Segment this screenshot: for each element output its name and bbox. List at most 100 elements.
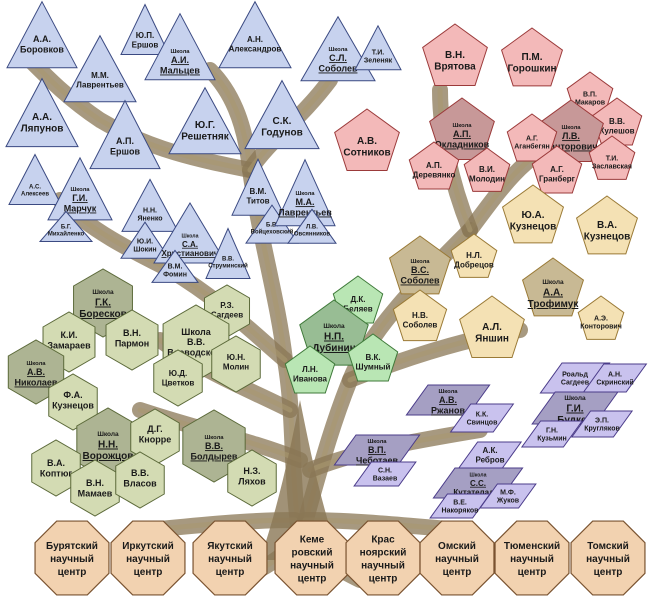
node-label: В.М. <box>250 187 267 196</box>
node-label: Соболев <box>403 320 438 329</box>
node-label: Дубинин <box>312 342 355 354</box>
node-shape <box>408 141 460 190</box>
node-aleksandrov: А.Н.Александров <box>218 0 292 69</box>
node-label: В.В. <box>222 257 234 263</box>
node-label: Ю.П. <box>136 31 154 40</box>
node-label: Н.Н. <box>143 207 157 214</box>
node-lyakhov: Н.З.Ляхов <box>227 449 277 507</box>
node-label: Р.З. <box>220 301 234 310</box>
node-label: Окладников <box>435 140 490 150</box>
node-label: Жуков <box>496 497 520 504</box>
center-label: Кеме <box>300 535 325 546</box>
node-shape <box>244 79 320 150</box>
node-shape <box>459 295 525 359</box>
node-label: Лаврентьев <box>76 80 124 89</box>
node-label: Замараев <box>47 340 91 350</box>
node-label: Ершов <box>132 40 159 49</box>
node-label: Ляпунов <box>21 123 64 134</box>
node-label: К.И. <box>61 330 78 340</box>
node-shape <box>31 439 81 497</box>
center-label: центр <box>134 567 163 578</box>
node-shape <box>334 108 400 172</box>
node-label: Мальцев <box>160 66 200 76</box>
node-yanenko: Н.Н.Яненко <box>121 178 179 232</box>
center-label: ноярский <box>360 548 407 559</box>
node-label: Школа <box>410 259 430 265</box>
node-vryatova: В.Н.Врятова <box>422 23 488 87</box>
node-ovsyannikov: Л.В.Овсянников <box>287 208 337 244</box>
node-label: Г.К. <box>95 298 111 309</box>
node-label: М.М. <box>91 71 109 80</box>
node-ivanova: Л.Н.Иванова <box>284 345 336 394</box>
node-label: Школа <box>170 49 190 55</box>
node-label: Накоряков <box>442 507 480 514</box>
node-label: А.К. <box>482 446 497 455</box>
node-label: В.В. <box>609 117 625 126</box>
node-shape <box>300 15 376 82</box>
node-label: А.Э. <box>594 315 608 322</box>
node-ershov-yup: Ю.П.Ершов <box>120 3 170 55</box>
node-label: А.А. <box>32 112 52 123</box>
node-label: Зеленяк <box>364 57 393 64</box>
center-label: Томский <box>587 541 629 552</box>
node-label: Шумный <box>356 362 391 371</box>
nodes-layer: А.А.БоровковЮ.П.ЕршовШколаА.И.МальцевА.Н… <box>5 0 648 596</box>
node-koptyug: В.А.Коптюг <box>31 439 81 497</box>
node-label: Кнорре <box>139 434 171 444</box>
node-label: Школа <box>182 234 199 240</box>
node-label: Школа <box>470 473 487 479</box>
node-label: В.В. <box>205 441 223 451</box>
center-shape <box>34 520 110 596</box>
node-label: Скринский <box>596 378 633 386</box>
node-label: Л.Н. <box>302 365 318 374</box>
node-shape <box>500 27 564 87</box>
node-shape <box>120 221 170 259</box>
node-vlasov: В.В.Власов <box>115 451 165 509</box>
node-label: А.Л. <box>482 322 502 333</box>
node-label: Н.П. <box>324 332 344 343</box>
node-label: В.С. <box>411 265 429 275</box>
node-label: Решетняк <box>181 131 230 142</box>
center-label: научный <box>126 554 170 565</box>
node-shape <box>422 23 488 87</box>
node-label: Заславская <box>592 163 632 170</box>
center-label: Якутский <box>207 541 253 552</box>
node-label: Школа <box>70 187 90 193</box>
node-label: Ф.А. <box>63 390 82 400</box>
node-label: Сагдеев <box>561 379 590 386</box>
node-label: Ершов <box>110 146 140 156</box>
center-label: научный <box>510 554 554 565</box>
center-label: научный <box>50 554 94 565</box>
node-lyapunov: А.А.Ляпунов <box>5 77 79 148</box>
node-shape <box>479 483 537 509</box>
node-label: Молодин <box>469 174 505 183</box>
node-label: Ю.И. <box>137 238 153 245</box>
node-label: А.А. <box>33 34 51 44</box>
node-label: Школа <box>204 435 224 441</box>
center-label: Бурятский <box>46 541 98 552</box>
node-shape <box>5 77 79 148</box>
center-label: центр <box>443 567 472 578</box>
node-label: Болдырев <box>191 452 238 462</box>
node-label: Н.З. <box>243 466 260 476</box>
node-molodin: В.И.Молодин <box>463 147 511 192</box>
node-label: В.Н. <box>445 50 465 61</box>
node-label: А.П. <box>453 129 471 139</box>
node-shape <box>392 289 448 342</box>
node-shape <box>353 461 417 487</box>
center-shape <box>192 520 268 596</box>
node-shape <box>89 99 161 170</box>
node-vazaev: С.Н.Вазаев <box>353 461 417 487</box>
node-label: Фомин <box>163 271 187 278</box>
node-shape <box>218 0 292 69</box>
node-label: Александров <box>229 44 282 53</box>
node-label: Овсянников <box>294 232 331 238</box>
node-label: А.В. <box>27 367 45 377</box>
node-aganbegyan: А.Г.Аганбегян <box>506 113 558 162</box>
node-label: Г.И. <box>566 404 583 415</box>
